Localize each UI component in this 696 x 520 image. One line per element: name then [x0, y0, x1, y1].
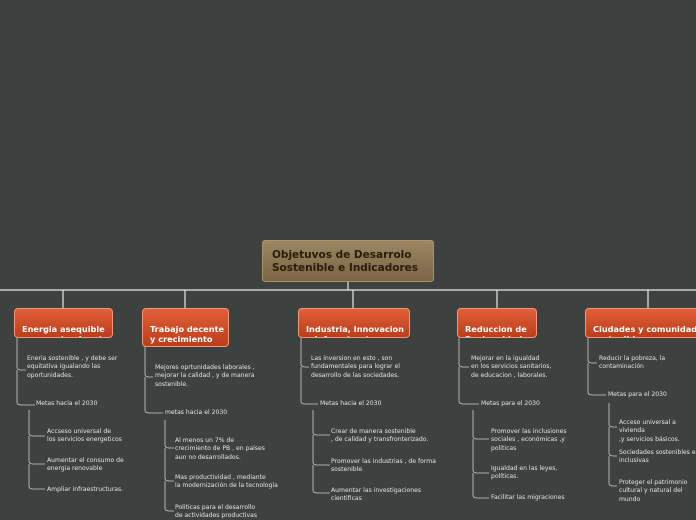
goal-item: Al menos un 7% de crecimiento de PB , en…: [175, 437, 265, 461]
goal-item: Politicas para el desarrollo de activida…: [175, 504, 257, 520]
topic-description: Las inversion en esto , son fundamentale…: [311, 355, 400, 379]
goal-item: Crear de manera sostenible , de calidad …: [331, 428, 429, 444]
goal-item: Aumentar el consumo de energia renovable: [47, 457, 124, 473]
central-topic-title: Objetuvos de Desarrolo Sostenible e Indi…: [272, 249, 418, 274]
goals-heading: Metas hacia el 2030: [320, 400, 382, 407]
goal-item: Accseso universal de los servicios energ…: [47, 428, 122, 444]
goal-item: Mas productividad , mediante la moderniz…: [175, 474, 278, 490]
goal-item: Proteger el patrimonio cultural y natura…: [619, 479, 688, 503]
topic-description: Mejorar en la igualdad en los servicios …: [471, 355, 552, 379]
goal-item: Facilitar las migraciones: [491, 494, 565, 501]
topic-ciudades[interactable]: Ciudades y comunidades sostenibles: [585, 308, 696, 338]
topic-label: Energia asequible y no contaminante: [22, 324, 108, 337]
topic-energia[interactable]: Energia asequible y no contaminante: [14, 308, 113, 338]
topic-industria[interactable]: Industria, Innovacion e Infraestructura: [298, 308, 410, 338]
topic-label: Trabajo decente y crecimiento economicos: [150, 324, 225, 346]
topic-trabajo[interactable]: Trabajo decente y crecimiento economicos: [142, 308, 229, 347]
goals-heading: Metas para el 2030: [608, 391, 667, 398]
goals-heading: Metas para el 2030: [481, 400, 540, 407]
goal-item: Promover las inclusiones sociales , econ…: [491, 428, 567, 452]
topic-label: Reduccion de Desigualdades: [465, 324, 533, 337]
topic-description: Reducir la pobreza, la contaminación: [599, 355, 666, 371]
goal-item: Aumentar las investigaciones cientificas: [331, 487, 422, 503]
topic-description: Mejores oprtunidades laborales , mejorar…: [155, 364, 255, 388]
goals-heading: metas hacia el 2030: [165, 409, 228, 416]
topic-description: Eneria sostenible , y debe ser equitativ…: [27, 355, 118, 379]
central-topic[interactable]: Objetuvos de Desarrolo Sostenible e Indi…: [262, 240, 434, 282]
goal-item: Ampliar infraestructuras.: [47, 486, 124, 493]
goal-item: Acceso universal a vivienda ,y servicios…: [619, 419, 680, 443]
goals-heading: Metas hacia el 2030: [36, 400, 98, 407]
goal-item: Promover las industrias , de forma soste…: [331, 458, 436, 474]
goal-item: Sociedades sostenibles e inclusivas: [619, 449, 696, 465]
topic-label: Ciudades y comunidades sostenibles: [593, 324, 696, 337]
topic-label: Industria, Innovacion e Infraestructura: [306, 324, 404, 337]
topic-reduccion[interactable]: Reduccion de Desigualdades: [457, 308, 537, 338]
goal-item: Igualdad en las leyes, políticas.: [491, 465, 558, 481]
